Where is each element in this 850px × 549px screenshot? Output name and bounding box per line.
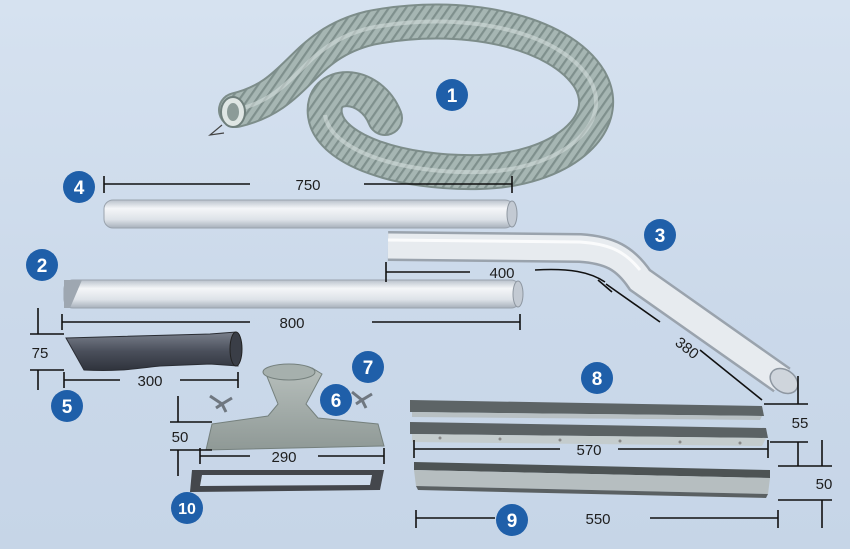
floor-nozzle (205, 363, 385, 451)
dim-50-nozzle: 50 (172, 429, 189, 446)
flexible-hose (207, 3, 614, 191)
svg-text:3: 3 (655, 226, 666, 247)
crevice-nozzle (65, 331, 243, 372)
dim-290: 290 (271, 449, 296, 466)
badge-8: 8 (581, 362, 613, 394)
svg-text:1: 1 (447, 86, 458, 107)
svg-text:7: 7 (363, 358, 374, 379)
squeegee-bars (410, 400, 768, 446)
dimension-lines (30, 176, 832, 528)
dim-570: 570 (576, 442, 601, 459)
badge-5: 5 (51, 390, 83, 422)
bent-pipe (387, 231, 799, 395)
svg-text:2: 2 (37, 256, 48, 277)
dim-750: 750 (295, 177, 320, 194)
straight-pipe-800 (63, 279, 524, 309)
dim-300: 300 (137, 373, 162, 390)
svg-text:6: 6 (331, 391, 342, 412)
badge-10: 10 (171, 492, 203, 524)
dim-55: 55 (792, 415, 809, 432)
dim-400: 400 (489, 265, 514, 282)
badge-7: 7 (352, 351, 384, 383)
dim-550: 550 (585, 511, 610, 528)
svg-text:8: 8 (592, 369, 603, 390)
dim-75: 75 (32, 345, 49, 362)
badge-1: 1 (436, 79, 468, 111)
svg-text:9: 9 (507, 511, 518, 532)
gasket (190, 470, 384, 492)
badge-6: 6 (320, 384, 352, 416)
svg-text:4: 4 (74, 178, 85, 199)
badge-9: 9 (496, 504, 528, 536)
dim-800: 800 (279, 315, 304, 332)
brush-bar (414, 462, 770, 498)
straight-pipe-750 (103, 199, 518, 229)
svg-text:5: 5 (62, 397, 73, 418)
badge-2: 2 (26, 249, 58, 281)
clip-part (209, 390, 373, 413)
badge-4: 4 (63, 171, 95, 203)
svg-text:10: 10 (178, 501, 196, 518)
badge-3: 3 (644, 219, 676, 251)
dim-50-squeegee: 50 (816, 476, 833, 493)
